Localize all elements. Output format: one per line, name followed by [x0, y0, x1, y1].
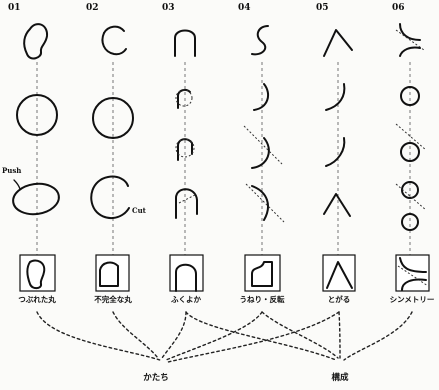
column-label-02: 不完全な丸 — [94, 294, 132, 304]
peak-shape-05d — [323, 193, 351, 217]
cut-annotation: Cut — [132, 206, 147, 215]
frame-03 — [169, 254, 204, 292]
frame-03-shape — [175, 263, 197, 292]
push-arrow-01 — [13, 179, 21, 190]
circle-shape-01 — [16, 94, 58, 136]
squashed-circle-shape-01 — [12, 182, 60, 216]
cut-line-03d — [178, 194, 196, 204]
cut-line-06a — [395, 29, 425, 51]
circle-shape-06c — [400, 142, 420, 162]
curve-shape-04d — [251, 185, 269, 221]
arch-guide-circle-03c — [175, 138, 195, 158]
frame-02-shape — [99, 261, 119, 287]
curve-shape-06-bottom — [399, 46, 421, 57]
column-number-04: 04 — [238, 3, 251, 13]
push-annotation: Push — [2, 166, 21, 175]
column-05-shapes — [323, 29, 353, 217]
frame-06-shape-top — [399, 257, 427, 273]
column-number-05: 05 — [316, 3, 329, 13]
column-02-shapes — [90, 25, 134, 219]
column-number-06: 06 — [392, 3, 405, 13]
curve-shape-04b — [253, 83, 270, 111]
arch-shape-03b — [177, 88, 191, 109]
open-circle-shape-02 — [90, 175, 130, 219]
bean-shape-01 — [23, 23, 49, 60]
framed-shapes-row — [19, 254, 430, 292]
arch-guide-circle-03b — [175, 89, 193, 107]
frame-04-shape — [251, 261, 273, 287]
column-number-01: 01 — [8, 3, 21, 13]
arc-shape-02 — [101, 32, 127, 56]
column-number-02: 02 — [86, 3, 99, 13]
peak-shape-05 — [323, 29, 353, 57]
column-06-shapes — [395, 23, 427, 231]
arch-shape-03d — [175, 188, 198, 219]
column-label-04: うねり・反転 — [240, 294, 285, 304]
cut-line-06c — [395, 123, 427, 151]
column-01-shapes — [12, 23, 60, 216]
column-number-03: 03 — [162, 3, 175, 13]
frame-05 — [322, 254, 356, 292]
curve-shape-05b — [325, 83, 346, 111]
column-04-shapes — [243, 25, 285, 223]
frame-01-shape — [26, 259, 46, 290]
column-03-shapes — [174, 29, 198, 219]
arch-shape-03 — [174, 29, 196, 57]
curve-shape-04c — [251, 137, 270, 169]
curve-shape-05c — [325, 137, 346, 167]
circle-shape-06d1 — [401, 181, 419, 199]
frame-05-shape — [326, 261, 353, 289]
bottom-label-right: 構成 — [331, 372, 349, 383]
connector-lines — [36, 311, 413, 363]
column-label-06: シンメトリー — [390, 295, 435, 304]
frame-04 — [244, 254, 281, 292]
cut-line-06d — [395, 183, 427, 211]
column-label-01: つぶれた丸 — [18, 294, 56, 304]
cut-line-04d — [245, 183, 285, 223]
curve-shape-06-top — [399, 23, 421, 41]
vertical-guides — [36, 62, 411, 255]
s-curve-shape-04 — [251, 25, 269, 56]
column-label-05: とがる — [328, 294, 351, 304]
arc-shape-02b — [103, 25, 125, 34]
column-label-03: ふくよか — [171, 295, 201, 304]
circle-shape-06d2 — [401, 213, 419, 231]
cut-line-04c — [243, 125, 283, 165]
bottom-label-left: かたち — [143, 372, 169, 383]
circle-shape-02 — [92, 97, 134, 139]
circle-shape-06b — [400, 86, 420, 106]
frame-06-shape-bottom — [401, 278, 427, 291]
